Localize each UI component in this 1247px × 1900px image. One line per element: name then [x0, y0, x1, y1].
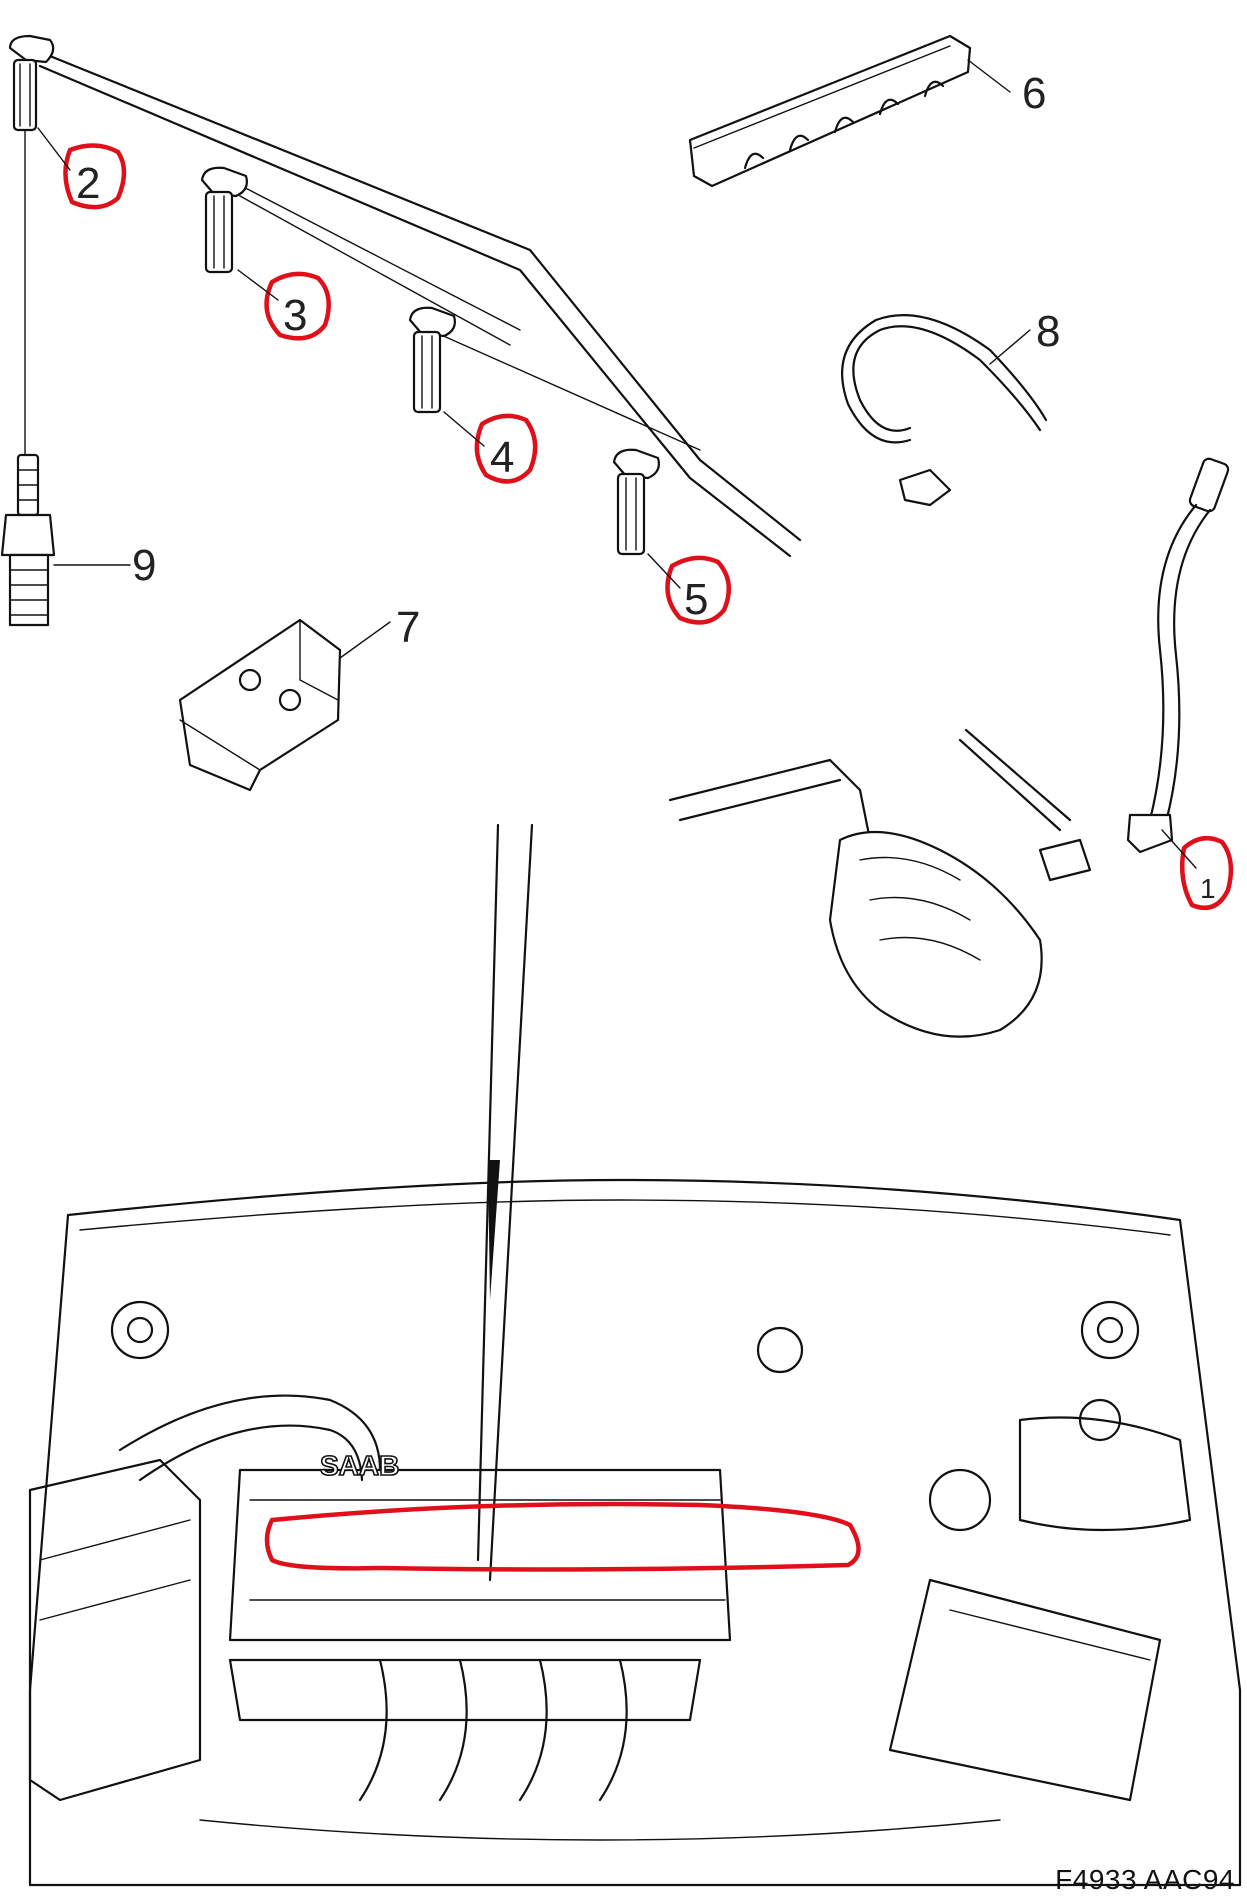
highlight-callout-2: [63, 143, 127, 210]
callout-8: 8: [1036, 307, 1060, 356]
callout-2: 2: [76, 159, 100, 208]
cable-holder-6: [688, 34, 972, 188]
highlight-callout-3: [264, 271, 331, 341]
highlight-marks: [63, 143, 1234, 1572]
callout-3: 3: [283, 291, 307, 340]
callout-6: 6: [1022, 69, 1046, 118]
spark-plug-boot-5: [612, 448, 660, 556]
spark-plug-boot-2: [8, 34, 55, 461]
ignition-lead-assembly: [8, 34, 802, 558]
highlight-callout-1: [1180, 835, 1234, 911]
highlight-callout-5: [665, 555, 732, 625]
callout-4: 4: [490, 433, 514, 482]
svg-text:SAAB: SAAB: [320, 1450, 399, 1481]
ignition-lead-1: [1126, 457, 1230, 854]
highlight-cassette-cable-run: [264, 1501, 861, 1572]
callout-9: 9: [132, 541, 156, 590]
callout-labels: 2 3 4 5 6 7 8 9 1: [76, 69, 1216, 904]
cable-strap-8: [841, 314, 1048, 507]
ignition-cassette-detail: [668, 728, 1092, 1038]
figure-code: F4933 AAC94: [1055, 1864, 1235, 1895]
pointer-lines: [476, 823, 534, 1582]
callout-leaders: [37, 59, 1197, 869]
spark-plug-boot-4: [408, 306, 456, 414]
callout-7: 7: [396, 603, 420, 652]
engine-compartment: SAAB: [28, 1178, 1242, 1887]
callout-1: 1: [1200, 873, 1216, 904]
spark-plug-9: [0, 453, 56, 627]
callout-5: 5: [684, 575, 708, 624]
highlight-callout-4: [474, 413, 538, 484]
cover-7: [178, 618, 342, 792]
spark-plug-boot-3: [200, 166, 248, 274]
